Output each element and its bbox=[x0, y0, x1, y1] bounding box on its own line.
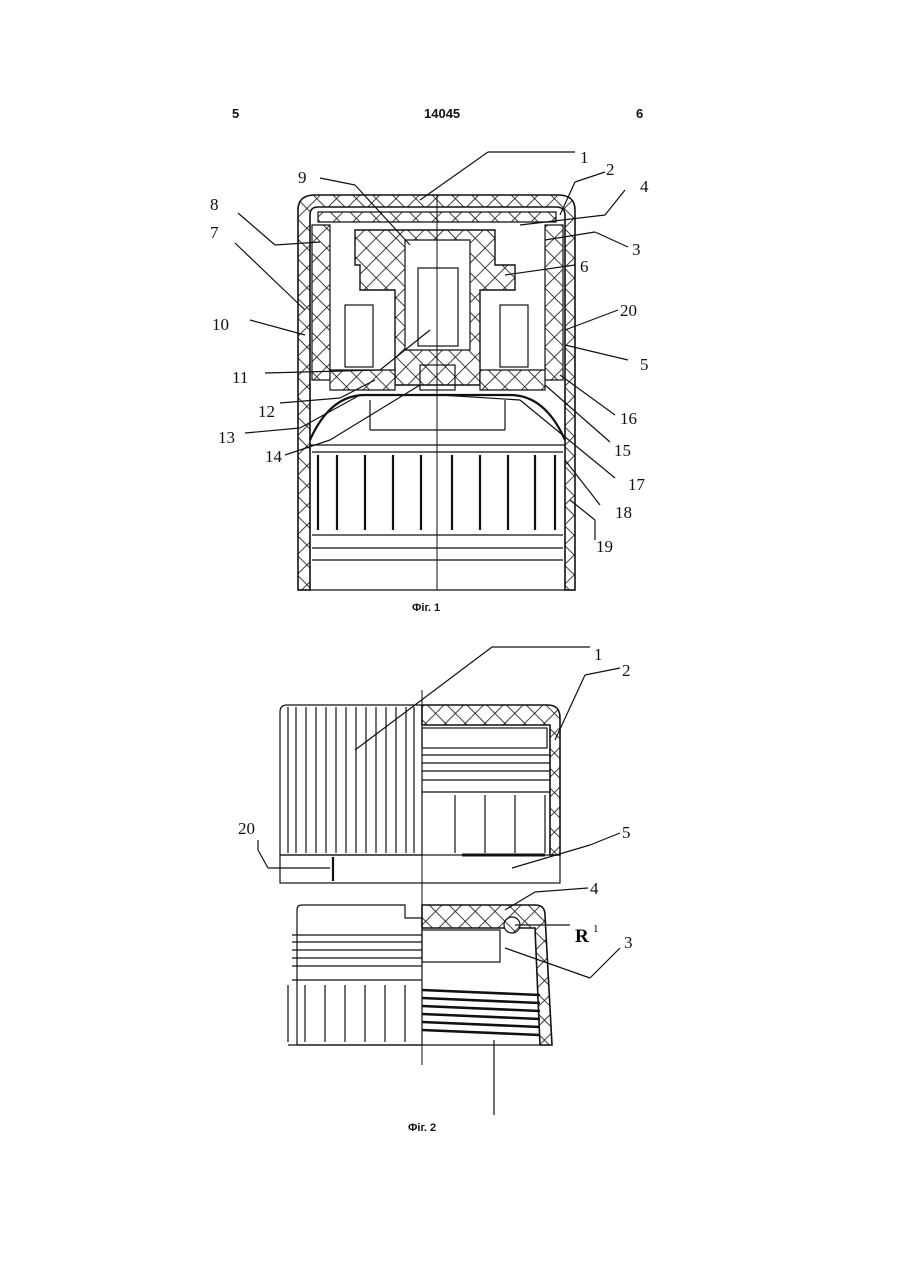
ref-label: 14 bbox=[265, 447, 283, 466]
ref-label: 20 bbox=[238, 819, 255, 838]
ref-label: 10 bbox=[212, 315, 229, 334]
page-number-right: 6 bbox=[636, 106, 643, 121]
figure-1-drawing: 1 2 4 9 8 3 7 6 10 20 5 11 12 16 13 15 1… bbox=[0, 140, 901, 600]
ref-label: 18 bbox=[615, 503, 632, 522]
ref-label: 2 bbox=[606, 160, 615, 179]
ref-label: 4 bbox=[640, 177, 649, 196]
patent-number: 14045 bbox=[424, 106, 460, 121]
lower-threads bbox=[422, 930, 540, 1035]
ref-label: 20 bbox=[620, 301, 637, 320]
lower-right-ledge bbox=[480, 370, 545, 390]
ref-label: 13 bbox=[218, 428, 235, 447]
ref-label: 1 bbox=[580, 148, 589, 167]
ref-label: 3 bbox=[624, 933, 633, 952]
upper-cap-interior bbox=[422, 728, 550, 855]
ref-label: 12 bbox=[258, 402, 275, 421]
upper-cap-exterior bbox=[280, 705, 422, 855]
right-inner-wall bbox=[545, 225, 563, 380]
page-number-left: 5 bbox=[232, 106, 239, 121]
ref-label: 17 bbox=[628, 475, 646, 494]
ref-label: 2 bbox=[622, 661, 631, 680]
figure-2-caption: Фіг. 2 bbox=[408, 1122, 436, 1134]
figure-1-caption: Фіг. 1 bbox=[412, 602, 440, 614]
ref-label: 8 bbox=[210, 195, 219, 214]
ref-label: 16 bbox=[620, 409, 637, 428]
ref-label: 11 bbox=[232, 368, 248, 387]
ref-label: 5 bbox=[640, 355, 649, 374]
figure-2-drawing: 1 2 20 5 4 3 R 1 bbox=[0, 640, 901, 1120]
ref-label: 1 bbox=[594, 645, 603, 664]
ref-label: 7 bbox=[210, 223, 219, 242]
tamper-band bbox=[280, 855, 560, 883]
ref-label: 19 bbox=[596, 537, 613, 556]
ref-label: 3 bbox=[632, 240, 641, 259]
radius-label: R bbox=[575, 926, 589, 947]
ref-label: 5 bbox=[622, 823, 631, 842]
ref-label: 4 bbox=[590, 879, 599, 898]
ref-label: 6 bbox=[580, 257, 589, 276]
ref-label: 15 bbox=[614, 441, 631, 460]
ref-label: 9 bbox=[298, 168, 307, 187]
radius-superscript: 1 bbox=[593, 923, 599, 935]
left-inner-wall bbox=[312, 225, 330, 380]
